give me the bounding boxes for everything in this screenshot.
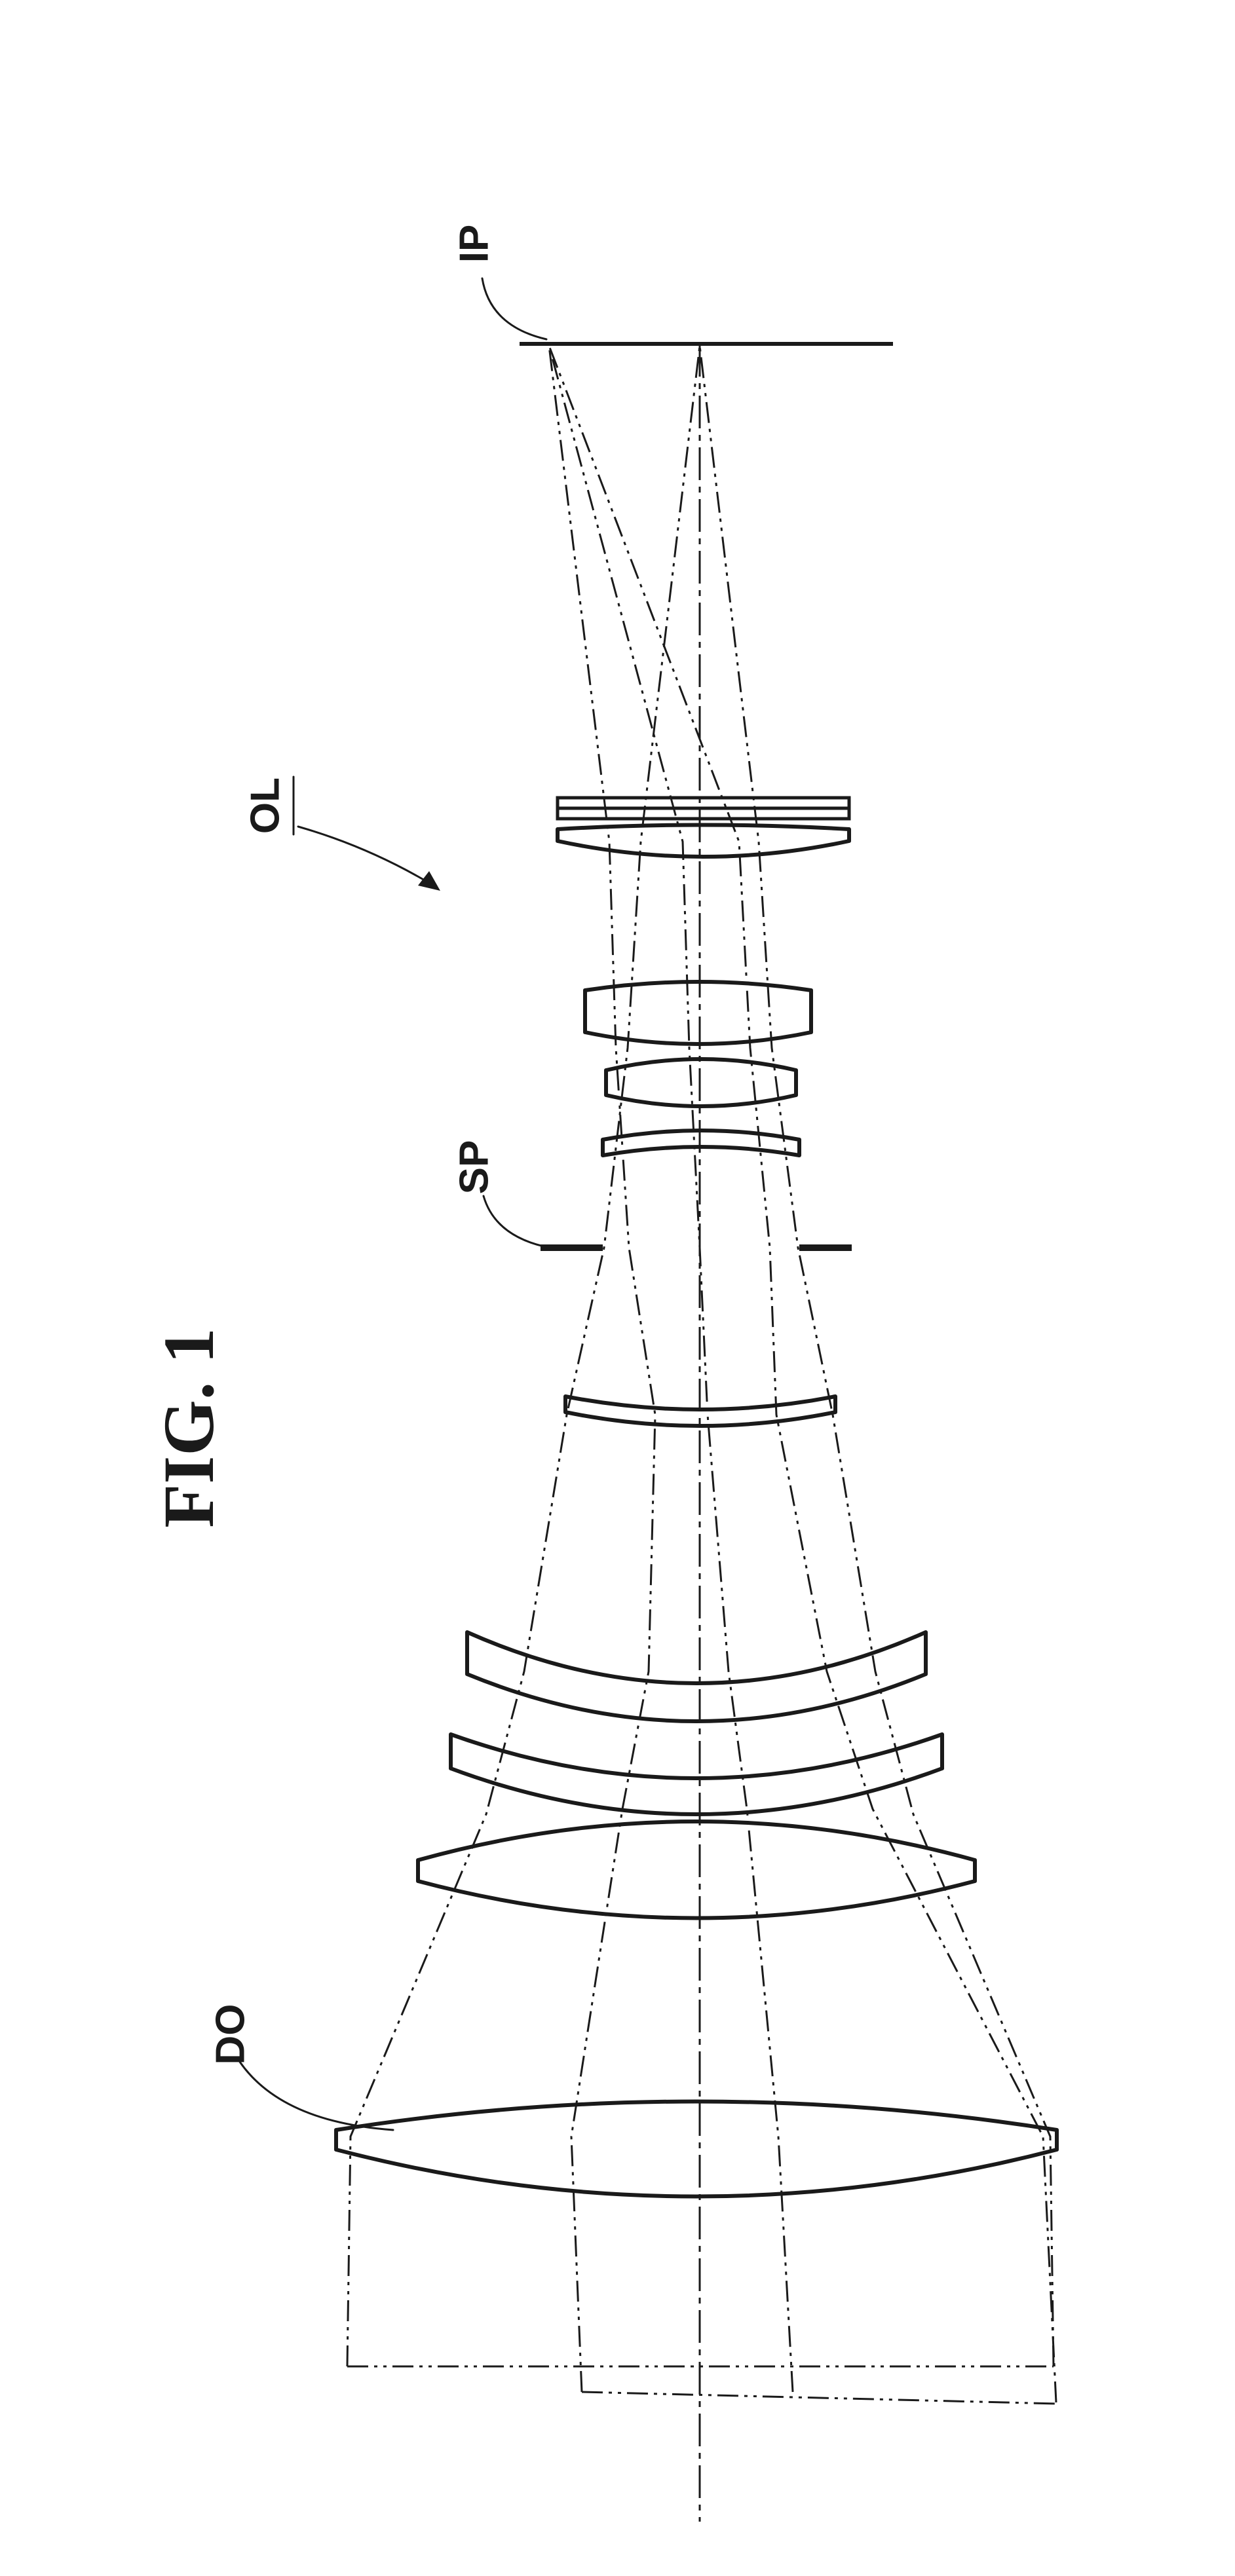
offaxis-ray-bundle — [548, 345, 1059, 2405]
offaxis-chief-ray — [548, 345, 794, 2393]
middle-lens-1 — [583, 980, 813, 1046]
offaxis-marginal-ray-left — [548, 345, 656, 2393]
field-meniscus-lens — [563, 1394, 837, 1428]
annotation-layer: FIG. 1 IP OL SP DO — [149, 225, 548, 2131]
do-front-element-lens — [334, 2099, 1059, 2199]
ol-leader-arrow-line — [297, 825, 430, 884]
offaxis-beam-wavefront-line — [581, 2391, 1059, 2405]
middle-lens-3 — [601, 1129, 801, 1157]
front-lens-group — [416, 1630, 977, 1920]
figure-title: FIG. 1 — [149, 1328, 229, 1528]
label-do: DO — [208, 2004, 254, 2065]
ip-leader-line — [481, 277, 548, 341]
label-ip: IP — [452, 225, 497, 263]
rear-lens-group — [556, 796, 851, 859]
axial-ray-bundle — [346, 345, 1055, 2368]
axial-marginal-ray-right — [698, 345, 1055, 2367]
offaxis-marginal-ray-right — [548, 345, 1057, 2403]
front-meniscus-lens-2 — [449, 1732, 944, 1816]
label-sp: SP — [452, 1140, 497, 1195]
middle-lens-group — [583, 980, 813, 1157]
sp-leader-line — [482, 1195, 545, 1248]
rear-planoconvex-lens — [556, 823, 851, 859]
axial-marginal-ray-left — [346, 345, 701, 2367]
do-leader-line — [238, 2061, 394, 2131]
front-meniscus-lens-1 — [465, 1630, 928, 1723]
label-ol: OL — [243, 777, 288, 834]
front-biconvex-lens — [416, 1820, 977, 1920]
ol-leader-arrowhead — [418, 871, 440, 891]
middle-lens-2 — [604, 1057, 798, 1108]
